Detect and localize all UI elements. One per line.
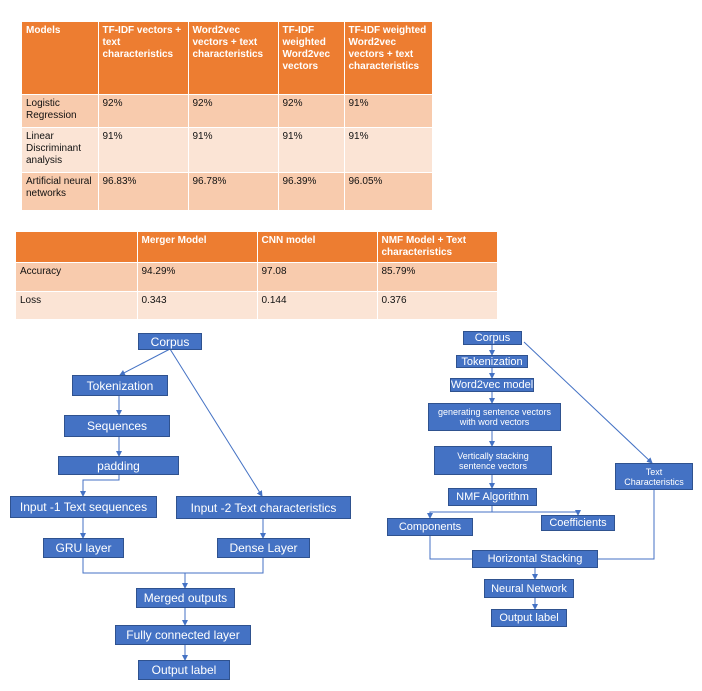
corpus-box: Corpus xyxy=(138,333,202,350)
gru-layer-box: GRU layer xyxy=(43,538,124,558)
header-merger-model: Merger Model xyxy=(137,232,258,263)
nmf-algorithm-box: NMF Algorithm xyxy=(448,488,537,506)
fully-connected-layer-box: Fully connected layer xyxy=(115,625,251,645)
table-cell: 91% xyxy=(98,127,189,173)
table-cell: Loss xyxy=(16,291,138,320)
table-row: Loss 0.343 0.144 0.376 xyxy=(16,291,498,320)
table-cell: 85.79% xyxy=(377,262,498,292)
tokenization-box-right: Tokenization xyxy=(456,355,528,368)
output-label-box: Output label xyxy=(138,660,230,680)
arrow xyxy=(80,475,120,497)
header-models: Models xyxy=(22,22,99,95)
arrow xyxy=(427,506,493,519)
components-box: Components xyxy=(387,518,473,536)
arrow xyxy=(598,490,655,560)
sequences-box: Sequences xyxy=(64,415,170,437)
output-label-box-right: Output label xyxy=(491,609,567,627)
header-nmf-model: NMF Model + Text characteristics xyxy=(377,232,498,263)
input1-box: Input -1 Text sequences xyxy=(10,496,157,518)
header-empty xyxy=(16,232,138,263)
arrow xyxy=(169,348,263,497)
sentence-vectors-box: generating sentence vectors with word ve… xyxy=(428,403,561,431)
table-cell: 91% xyxy=(188,127,279,173)
header-tfidf-weighted: TF-IDF weighted Word2vec vectors xyxy=(278,22,345,95)
table-cell: Accuracy xyxy=(16,262,138,292)
vertical-stacking-box: Vertically stacking sentence vectors xyxy=(434,446,552,475)
word2vec-model-box: Word2vec model xyxy=(450,378,534,392)
table-cell: 91% xyxy=(344,94,433,128)
table-row: Accuracy 94.29% 97.08 85.79% xyxy=(16,262,498,292)
input2-box: Input -2 Text characteristics xyxy=(176,496,351,519)
table-row: Linear Discriminant analysis 91% 91% 91%… xyxy=(22,127,433,173)
table-row: Artificial neural networks 96.83% 96.78%… xyxy=(22,172,433,211)
coefficients-box: Coefficients xyxy=(541,515,615,531)
arrow xyxy=(119,348,171,376)
horizontal-stacking-box: Horizontal Stacking xyxy=(472,550,598,568)
header-tfidf-text: TF-IDF vectors + text characteristics xyxy=(98,22,189,95)
table-cell: Logistic Regression xyxy=(22,94,99,128)
table-cell: 92% xyxy=(188,94,279,128)
table-cell: 94.29% xyxy=(137,262,258,292)
corpus-box-right: Corpus xyxy=(463,331,522,345)
tokenization-box: Tokenization xyxy=(72,375,168,396)
table-cell: 0.343 xyxy=(137,291,258,320)
table-cell: 91% xyxy=(278,127,345,173)
table-cell: 91% xyxy=(344,127,433,173)
arrow xyxy=(492,510,581,516)
table-cell: 97.08 xyxy=(257,262,378,292)
model-accuracy-table: Models TF-IDF vectors + text characteris… xyxy=(22,22,433,211)
header-tfidf-weighted-text: TF-IDF weighted Word2vec vectors + text … xyxy=(344,22,433,95)
table-cell: 96.05% xyxy=(344,172,433,211)
dense-layer-box: Dense Layer xyxy=(217,538,310,558)
arrow xyxy=(82,558,188,589)
merged-outputs-box: Merged outputs xyxy=(136,588,235,608)
padding-box: padding xyxy=(58,456,179,475)
model-comparison-table: Merger Model CNN model NMF Model + Text … xyxy=(16,232,498,320)
table-cell: 92% xyxy=(98,94,189,128)
header-cnn-model: CNN model xyxy=(257,232,378,263)
table-row: Logistic Regression 92% 92% 92% 91% xyxy=(22,94,433,128)
table-cell: 0.376 xyxy=(377,291,498,320)
table-cell: 96.78% xyxy=(188,172,279,211)
table-cell: Artificial neural networks xyxy=(22,172,99,211)
arrow xyxy=(429,536,472,560)
table-cell: 92% xyxy=(278,94,345,128)
neural-network-box: Neural Network xyxy=(484,579,574,598)
header-word2vec-text: Word2vec vectors + text characteristics xyxy=(188,22,279,95)
table-cell: 96.39% xyxy=(278,172,345,211)
table-cell: 0.144 xyxy=(257,291,378,320)
arrow xyxy=(523,341,653,464)
table-cell: 96.83% xyxy=(98,172,189,211)
table-cell: Linear Discriminant analysis xyxy=(22,127,99,173)
arrow xyxy=(185,558,264,574)
text-characteristics-box: Text Characteristics xyxy=(615,463,693,490)
